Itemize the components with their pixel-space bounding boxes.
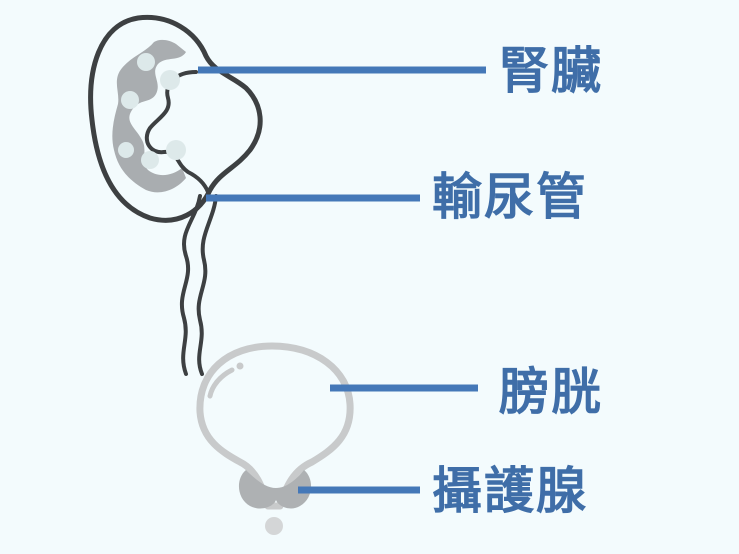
prostate-label: 攝護腺 xyxy=(432,462,588,520)
kidney xyxy=(88,14,263,223)
ureter-right-wall xyxy=(196,194,218,376)
papilla xyxy=(137,53,155,71)
urethra-opening xyxy=(265,517,283,535)
kidney-outline xyxy=(88,14,263,223)
bladder xyxy=(196,342,354,510)
ureter-left-wall xyxy=(179,194,202,376)
papilla xyxy=(166,140,186,160)
bladder-label: 膀胱 xyxy=(499,363,603,421)
papilla xyxy=(141,151,159,169)
papilla xyxy=(160,70,180,90)
bladder-highlight xyxy=(207,367,235,399)
bladder-highlight-dot xyxy=(236,362,244,370)
prostate-gland xyxy=(238,470,312,509)
papilla xyxy=(121,91,139,109)
bladder-outline xyxy=(196,342,354,510)
prostate xyxy=(238,470,312,535)
kidney-pelvis xyxy=(144,70,210,194)
kidney-label: 腎臟 xyxy=(499,42,603,100)
ureter-label: 輸尿管 xyxy=(432,168,588,226)
ureter xyxy=(179,194,218,376)
leader-lines xyxy=(198,66,486,494)
papilla xyxy=(118,142,134,158)
